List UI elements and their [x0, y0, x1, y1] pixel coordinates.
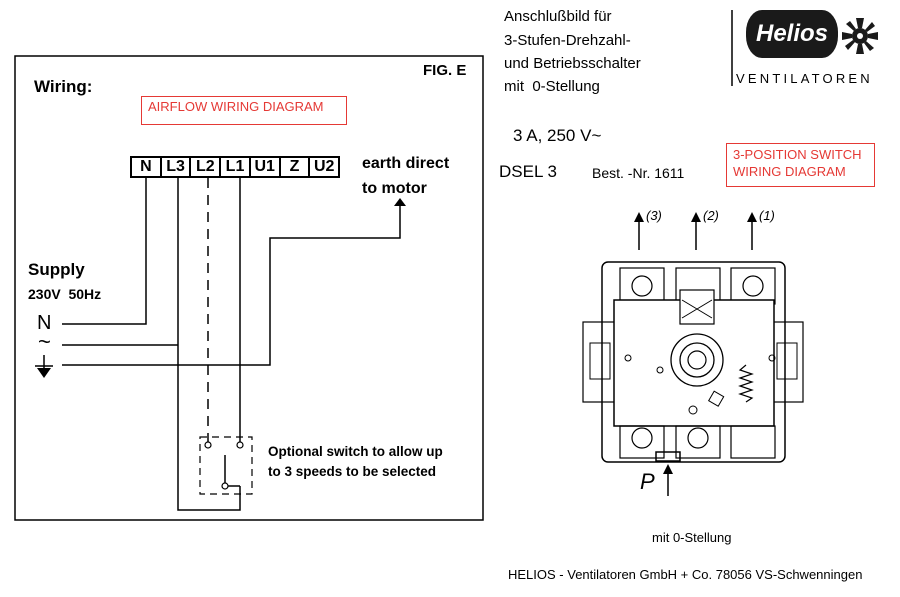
earth-wire	[62, 204, 401, 366]
knob-outer	[670, 333, 724, 387]
footer: HELIOS - Ventilatoren GmbH + Co. 78056 V…	[508, 567, 863, 582]
switch-drawing	[582, 212, 804, 496]
screw-bottom-mid	[687, 427, 709, 449]
terminal-l2: L2	[191, 158, 222, 176]
optional-switch-box	[199, 436, 253, 495]
terminal-l3: L3	[162, 158, 192, 176]
header-line1: Anschlußbild für	[504, 8, 612, 25]
arrow-2-head	[691, 212, 701, 222]
terminal-strip: N L3 L2 L1 U1 Z U2	[130, 156, 340, 178]
left-flange-inner	[589, 342, 611, 380]
terminal-bottom-left	[619, 425, 665, 459]
header-line3: und Betriebsschalter	[504, 55, 641, 72]
order-number: Best. -Nr. 1611	[592, 165, 685, 181]
switch-note-line1: Optional switch to allow up	[268, 444, 443, 459]
terminal-top-3	[619, 267, 665, 305]
switch-tag-line2: WIRING DIAGRAM	[733, 164, 846, 179]
supply-label: Supply	[28, 260, 85, 279]
switch-tag-line1: 3-POSITION SWITCH	[733, 147, 862, 162]
rating: 3 A, 250 V~	[513, 126, 602, 145]
terminal-top-1	[730, 267, 776, 305]
earth-note-line2: to motor	[362, 180, 427, 197]
wire-entry-line-b	[681, 299, 713, 319]
terminal-l1: L1	[221, 158, 251, 176]
arrow-label-2: (2)	[703, 208, 719, 223]
terminal-u2: U2	[313, 158, 335, 175]
right-flange-inner	[776, 342, 798, 380]
wiring-label: Wiring:	[34, 77, 93, 96]
model: DSEL 3	[499, 162, 557, 181]
rivet-left	[656, 366, 664, 374]
screw-bottom-left	[631, 427, 653, 449]
p-arrow-head	[663, 464, 673, 474]
figure-frame	[14, 55, 484, 521]
live-wire	[177, 178, 241, 511]
neutral-wire	[62, 178, 147, 325]
terminal-z: Z	[281, 158, 311, 176]
p-label: P	[640, 469, 655, 494]
earth-note-line1: earth direct	[362, 155, 450, 172]
zero-position-label: mit 0-Stellung	[652, 530, 732, 545]
terminal-n: N	[132, 158, 162, 176]
header-line2: 3-Stufen-Drehzahl-	[504, 32, 631, 49]
brand-sub: VENTILATOREN	[736, 71, 873, 86]
small-hole-left	[624, 354, 632, 362]
arrow-3-head	[634, 212, 644, 222]
terminal-bottom-mid	[675, 425, 721, 459]
switch-note-line2: to 3 speeds to be selected	[268, 464, 437, 479]
arrow-label-3: (3)	[646, 208, 662, 223]
neutral-symbol: N	[37, 312, 52, 334]
rivet-lower	[688, 405, 698, 415]
knob-mid	[679, 342, 715, 378]
detent-spring	[738, 364, 754, 403]
terminal-u1: U1	[251, 158, 281, 176]
terminal-bottom-right	[730, 425, 776, 459]
screw-top-3	[631, 275, 653, 297]
airflow-tag: AIRFLOW WIRING DIAGRAM	[141, 96, 347, 125]
screw-top-1	[742, 275, 764, 297]
ac-symbol: ~	[38, 329, 51, 354]
arrow-1-head	[747, 212, 757, 222]
wire-entry	[679, 289, 715, 325]
p-bridge	[655, 451, 681, 462]
fig-label: FIG. E	[423, 62, 467, 79]
arrow-label-1: (1)	[759, 208, 775, 223]
earth-symbol	[37, 368, 51, 378]
supply-value: 230V 50Hz	[28, 286, 102, 302]
knob-inner	[687, 350, 707, 370]
switch-contact-l1	[236, 441, 244, 449]
right-flange	[770, 321, 804, 403]
switch-body-outer	[601, 261, 786, 463]
switch-contact-l2	[204, 441, 212, 449]
brand-name: Helios	[755, 20, 829, 47]
header-line4: mit 0-Stellung	[504, 78, 600, 95]
earth-arrowhead	[394, 198, 406, 206]
small-hole-right	[768, 354, 776, 362]
helios-logo: Helios	[746, 10, 838, 58]
switch-tag: 3-POSITION SWITCH WIRING DIAGRAM	[726, 143, 875, 187]
switch-contact-common	[221, 482, 229, 490]
cam-block	[707, 390, 725, 407]
fan-logo	[842, 18, 878, 54]
